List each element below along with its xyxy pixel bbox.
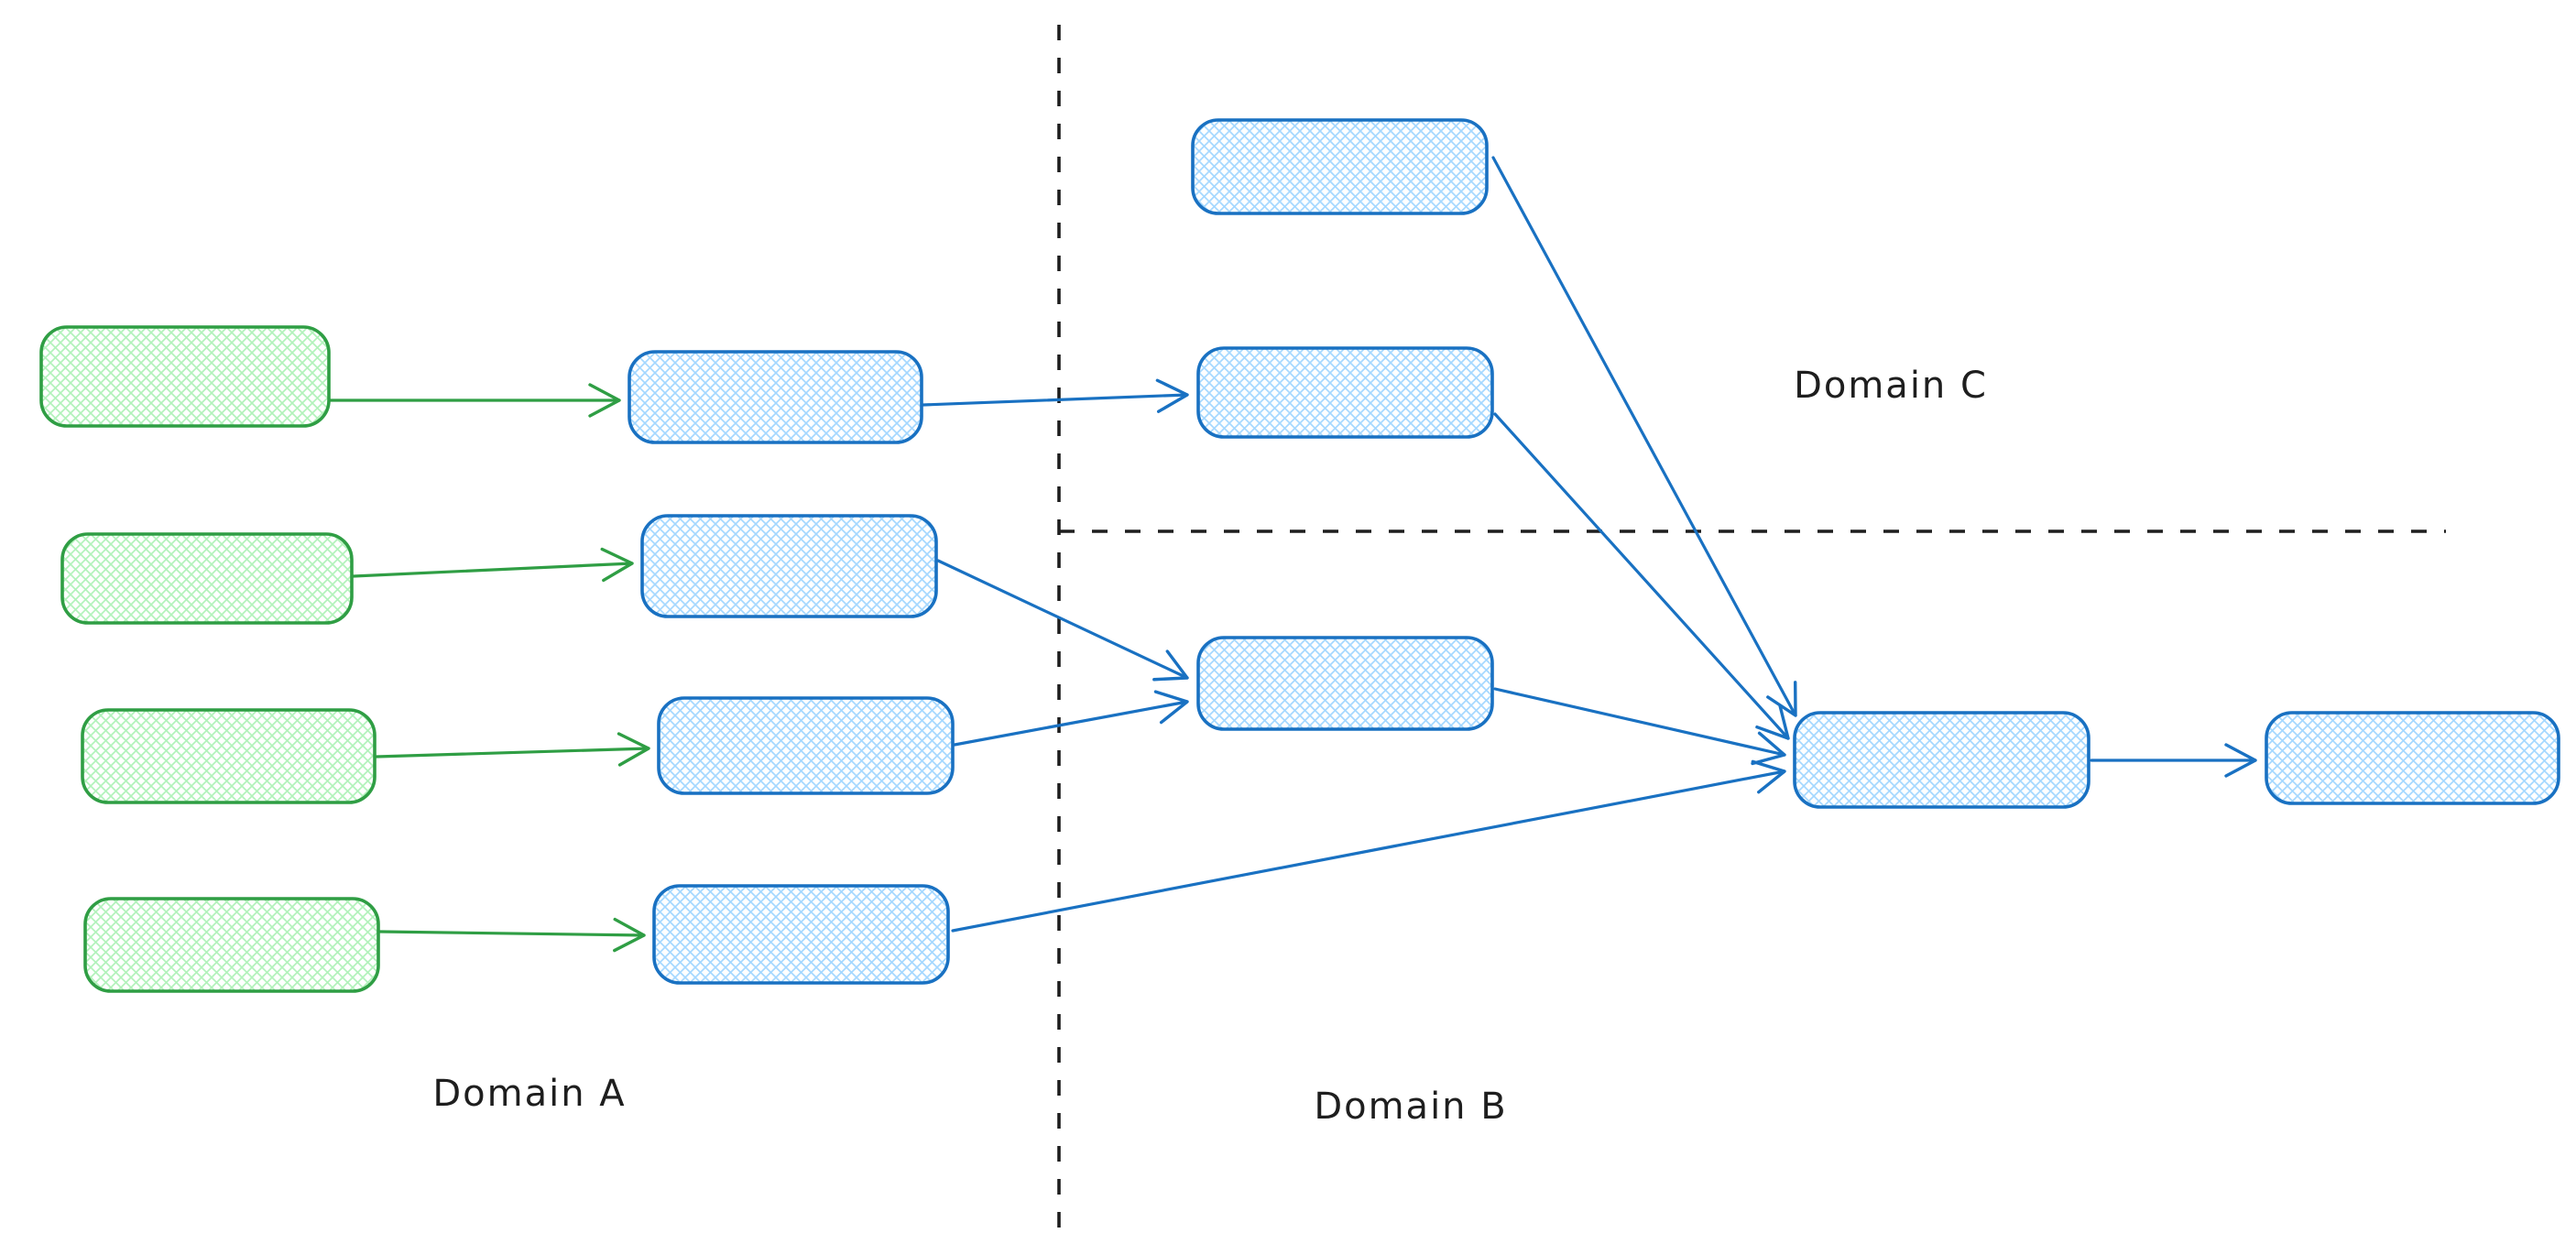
edge-m2-b3[interactable]	[936, 559, 1189, 682]
node-c2[interactable]	[2265, 711, 2560, 805]
domain-a-label[interactable]: Domain A	[432, 1073, 626, 1115]
domain-b-label[interactable]: Domain B	[1314, 1086, 1507, 1128]
node-c1[interactable]	[1793, 711, 2090, 809]
edge-a3-m3[interactable]	[375, 732, 650, 767]
labels-layer: Domain A Domain B Domain C	[432, 365, 1988, 1128]
edge-b2-c1[interactable]	[1493, 412, 1790, 740]
edge-a4-m4[interactable]	[378, 917, 646, 953]
separators-layer	[1057, 25, 2446, 1237]
node-b2[interactable]	[1196, 346, 1494, 439]
edge-b3-c1[interactable]	[1493, 687, 1786, 766]
node-m3[interactable]	[657, 696, 955, 795]
edge-b1-c1[interactable]	[1491, 156, 1797, 717]
node-b1[interactable]	[1191, 118, 1489, 215]
edge-m1-b2[interactable]	[922, 378, 1189, 413]
node-b3[interactable]	[1196, 636, 1494, 731]
domain-c-label[interactable]: Domain C	[1794, 365, 1988, 407]
edge-m3-b3[interactable]	[953, 690, 1189, 747]
edge-a2-m2[interactable]	[352, 547, 634, 583]
edge-m4-c1[interactable]	[951, 759, 1786, 933]
nodes-layer	[39, 118, 2560, 993]
node-m4[interactable]	[652, 884, 950, 985]
node-a2[interactable]	[60, 532, 354, 625]
node-a1[interactable]	[39, 325, 331, 428]
node-a4[interactable]	[83, 897, 380, 993]
node-a3[interactable]	[81, 708, 377, 804]
node-m2[interactable]	[640, 514, 938, 618]
edges-layer	[328, 156, 2257, 953]
node-m1[interactable]	[628, 350, 923, 444]
